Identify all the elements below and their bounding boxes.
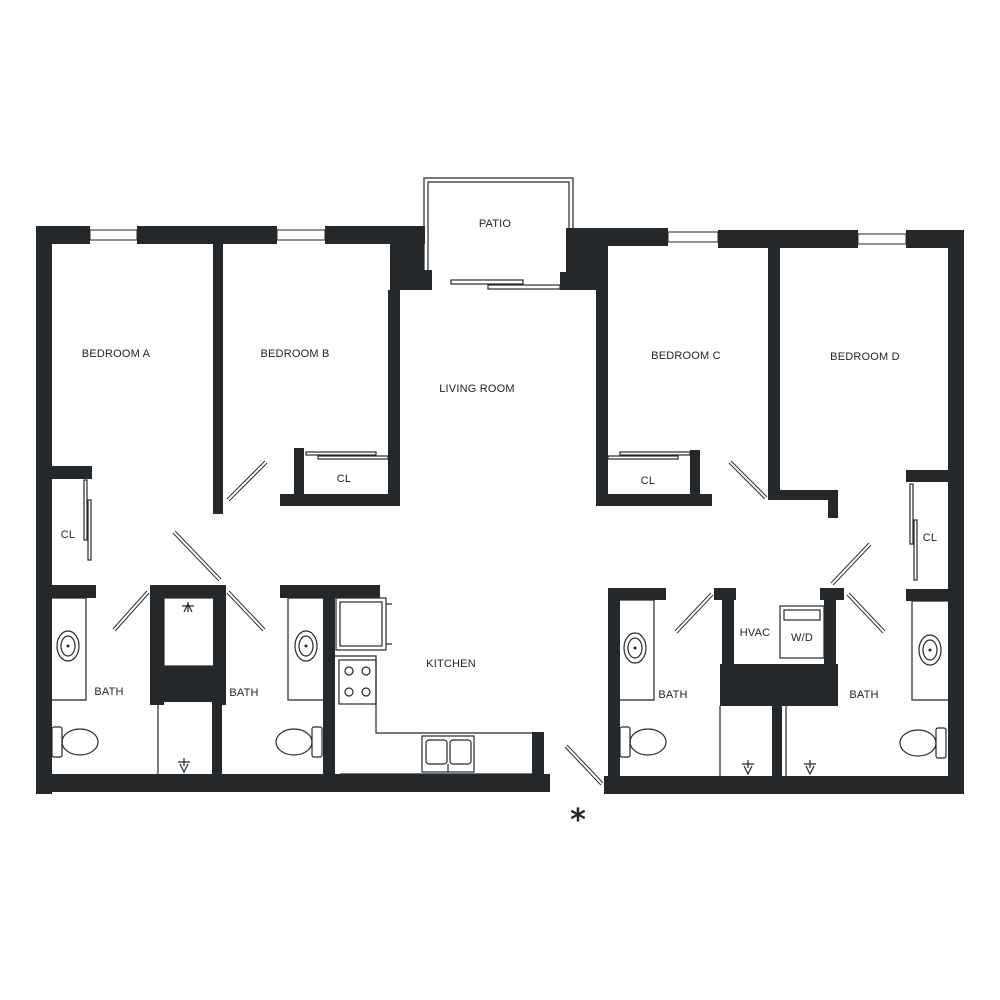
door-bedroom-d[interactable] xyxy=(830,542,872,586)
refrigerator-icon xyxy=(335,597,392,651)
shower-icon xyxy=(157,705,190,774)
interior-walls xyxy=(52,244,948,776)
bedroom-c-label: BEDROOM C xyxy=(651,350,721,362)
shower-icon xyxy=(163,597,215,667)
closet-c-sliding-door[interactable] xyxy=(607,451,691,460)
closet-a-sliding-door[interactable] xyxy=(83,479,92,561)
bedroom-b-label: BEDROOM B xyxy=(260,348,329,360)
door-bedroom-a[interactable] xyxy=(172,530,222,582)
toilet-icon xyxy=(899,727,947,759)
sink-icon xyxy=(294,630,318,662)
sink-icon xyxy=(918,634,942,666)
bath-2-vanity xyxy=(287,597,323,701)
kitchen-counter xyxy=(335,655,532,775)
shower-icon xyxy=(719,706,754,776)
patio-sliding-door[interactable] xyxy=(450,279,561,290)
bath-3-label: BATH xyxy=(658,689,687,701)
hvac-label: HVAC xyxy=(740,627,771,639)
toilet-icon xyxy=(51,726,99,758)
closet-d-sliding-door[interactable] xyxy=(909,483,918,581)
bath-4-label: BATH xyxy=(849,689,878,701)
entry-marker-icon: * xyxy=(570,803,586,838)
double-sink-icon xyxy=(421,735,475,773)
closet-b-label: CL xyxy=(337,473,351,485)
toilet-icon xyxy=(275,726,323,758)
bath-2-label: BATH xyxy=(229,687,258,699)
patio-label: PATIO xyxy=(479,218,512,230)
exterior-windows xyxy=(89,229,907,245)
door-bedroom-b[interactable] xyxy=(226,460,268,502)
door-bath-1[interactable] xyxy=(112,590,150,632)
sink-icon xyxy=(56,630,80,662)
range-icon xyxy=(338,659,377,705)
closet-b-sliding-door[interactable] xyxy=(305,451,389,460)
bath-1-label: BATH xyxy=(94,686,123,698)
washer-dryer-label: W/D xyxy=(791,632,813,644)
bath-4-vanity xyxy=(911,600,948,701)
door-bath-2[interactable] xyxy=(226,590,266,632)
living-room-label: LIVING ROOM xyxy=(439,383,515,395)
bath-3-vanity xyxy=(620,599,655,701)
closet-d-label: CL xyxy=(923,532,937,544)
toilet-icon xyxy=(619,726,667,758)
kitchen-label: KITCHEN xyxy=(426,658,476,670)
door-entry[interactable] xyxy=(564,744,604,786)
closet-c-label: CL xyxy=(641,475,655,487)
door-bedroom-c[interactable] xyxy=(728,460,768,500)
bath-1-vanity xyxy=(52,597,87,701)
closet-a-label: CL xyxy=(61,529,75,541)
washer-dryer-icon xyxy=(779,605,825,659)
sink-icon xyxy=(623,632,647,664)
shower-icon xyxy=(785,706,816,776)
bedroom-d-label: BEDROOM D xyxy=(830,351,900,363)
bedroom-a-label: BEDROOM A xyxy=(82,348,151,360)
door-bath-4[interactable] xyxy=(846,592,886,634)
door-bath-3[interactable] xyxy=(674,592,714,634)
exterior-walls xyxy=(36,226,964,794)
